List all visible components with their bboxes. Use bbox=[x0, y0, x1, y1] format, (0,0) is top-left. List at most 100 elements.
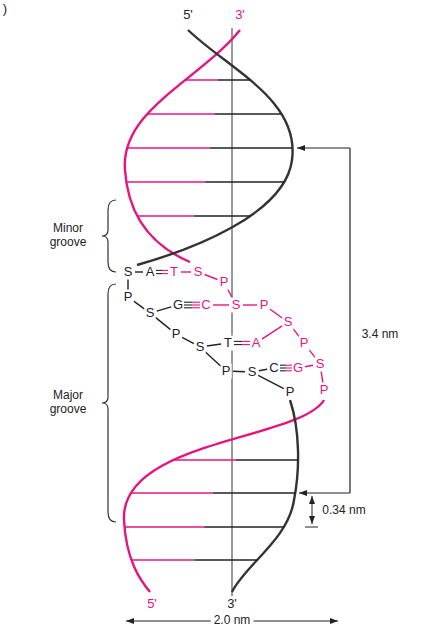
sugar-letter: S bbox=[315, 357, 326, 372]
backbone-bond bbox=[205, 275, 218, 280]
backbone-bond bbox=[305, 365, 313, 366]
dimension-label: 2.0 nm bbox=[211, 614, 254, 628]
pink-strand bbox=[124, 400, 324, 592]
base-letter: A bbox=[145, 265, 156, 280]
base-pair-rung bbox=[147, 113, 214, 115]
hydrogen-bond bbox=[184, 304, 192, 305]
major-groove-bracket bbox=[102, 284, 116, 522]
phosphate-letter: P bbox=[123, 290, 134, 305]
backbone-bond bbox=[207, 344, 221, 346]
figure-part-mark: ) bbox=[2, 2, 8, 17]
dimension-label: 0.34 nm bbox=[319, 504, 368, 518]
sugar-letter: S bbox=[145, 306, 156, 321]
base-letter: C bbox=[268, 361, 279, 376]
base-pair-rung bbox=[194, 215, 251, 217]
backbone-bond bbox=[205, 352, 221, 367]
base-pair-rung bbox=[125, 526, 205, 528]
backbone-bond bbox=[213, 304, 229, 305]
base-pair-rung bbox=[194, 559, 257, 561]
phosphate-letter: P bbox=[171, 327, 182, 342]
base-pair-rung bbox=[213, 492, 295, 494]
base-pair-rung bbox=[126, 181, 205, 183]
backbone-bond bbox=[258, 375, 284, 388]
hydrogen-bond bbox=[162, 273, 168, 274]
bond-lines bbox=[125, 80, 323, 560]
black-strand bbox=[232, 400, 298, 592]
base-pair-rung bbox=[236, 459, 298, 461]
sugar-letter: S bbox=[123, 265, 134, 280]
base-pair-rung bbox=[131, 559, 194, 561]
sugar-letter: S bbox=[283, 315, 294, 330]
rise-arrow bbox=[312, 496, 313, 524]
phosphate-letter: P bbox=[299, 336, 310, 351]
phosphate-letter: P bbox=[221, 364, 232, 379]
phosphate-letter: P bbox=[285, 385, 296, 400]
hydrogen-bond bbox=[156, 270, 162, 271]
backbone-bond bbox=[127, 279, 128, 290]
minor-groove-bracket bbox=[102, 200, 116, 272]
base-pair-rung bbox=[214, 113, 281, 115]
dimension-label: 3.4 nm bbox=[359, 328, 402, 342]
sugar-letter: S bbox=[193, 265, 204, 280]
strand-end-label: 5' bbox=[182, 8, 194, 23]
base-letter: T bbox=[223, 336, 233, 351]
hydrogen-bond bbox=[162, 270, 168, 271]
phosphate-letter: P bbox=[319, 383, 330, 398]
backbone-bond bbox=[181, 271, 191, 272]
sugar-letter: S bbox=[247, 365, 258, 380]
hydrogen-bond bbox=[184, 302, 192, 303]
hydrogen-bond bbox=[242, 344, 250, 345]
base-letter: G bbox=[292, 361, 304, 376]
base-letter: A bbox=[251, 336, 262, 351]
backbone-bond bbox=[155, 317, 170, 329]
hydrogen-bond bbox=[234, 341, 242, 342]
base-pair-rung bbox=[127, 147, 210, 149]
hydrogen-bond bbox=[184, 307, 192, 308]
backbone-bond bbox=[135, 271, 143, 272]
backbone-bond bbox=[182, 337, 194, 343]
strand-end-label: 3' bbox=[234, 8, 246, 23]
hydrogen-bond bbox=[280, 367, 286, 368]
backbone-bond bbox=[270, 309, 283, 318]
hydrogen-bond bbox=[242, 341, 250, 342]
base-letter: G bbox=[172, 298, 184, 313]
base-pair-rung bbox=[137, 215, 194, 217]
groove-label: Major groove bbox=[36, 389, 100, 417]
phosphate-letter: P bbox=[219, 275, 230, 290]
pitch-bracket bbox=[299, 492, 350, 493]
base-pair-rung bbox=[185, 79, 217, 81]
base-pair-rung bbox=[210, 147, 293, 149]
pitch-bracket bbox=[297, 147, 350, 148]
sugar-letter: S bbox=[231, 298, 242, 313]
phosphate-letter: P bbox=[259, 298, 270, 313]
hydrogen-bond bbox=[156, 273, 162, 274]
hydrogen-bond bbox=[234, 344, 242, 345]
backbone-bond bbox=[259, 369, 267, 370]
base-letter: T bbox=[169, 265, 179, 280]
strand-end-label: 5' bbox=[146, 597, 158, 612]
backbone-bond bbox=[262, 326, 282, 339]
sugar-letter: S bbox=[195, 340, 206, 355]
base-letter: C bbox=[200, 298, 211, 313]
base-pair-rung bbox=[131, 492, 213, 494]
strand-end-label: 3' bbox=[226, 597, 238, 612]
base-pair-rung bbox=[205, 181, 284, 183]
rise-tick bbox=[305, 527, 318, 528]
hydrogen-bond bbox=[280, 370, 286, 371]
backbone-bond bbox=[233, 371, 245, 373]
base-pair-rung bbox=[204, 526, 284, 528]
hydrogen-bond bbox=[192, 302, 200, 303]
base-pair-rung bbox=[218, 79, 250, 81]
pink-strand bbox=[125, 30, 240, 262]
hydrogen-bond bbox=[192, 304, 200, 305]
backbone-bond bbox=[243, 304, 257, 305]
backbone-bond bbox=[321, 371, 323, 383]
pitch-bracket bbox=[349, 148, 350, 493]
backbone-bond bbox=[134, 301, 145, 309]
groove-label: Minor groove bbox=[36, 222, 100, 250]
base-pair-rung bbox=[173, 459, 235, 461]
hydrogen-bond bbox=[280, 365, 286, 366]
hydrogen-bond bbox=[192, 307, 200, 308]
